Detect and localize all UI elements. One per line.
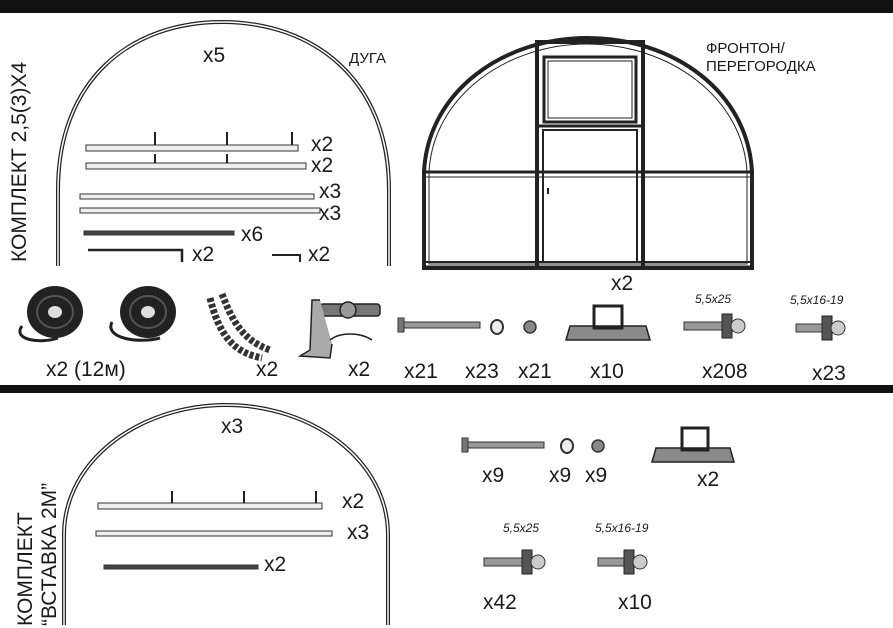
bracket-qty: x10 bbox=[590, 360, 624, 383]
kit2-hardware-drawings bbox=[461, 426, 735, 575]
kit1-arc-qty: x5 bbox=[203, 44, 226, 67]
kit1-bar-qty-7: x2 bbox=[308, 243, 331, 266]
kit2-screw-b-size: 5,5x16-19 bbox=[595, 521, 649, 535]
kit2-bar-qty-3: x2 bbox=[264, 553, 287, 576]
clamp-drawing bbox=[297, 299, 381, 359]
screw-b-size: 5,5x16-19 bbox=[790, 293, 844, 307]
kit2-bracket-qty: x2 bbox=[697, 468, 720, 491]
washer-qty: x23 bbox=[465, 360, 499, 383]
kit2-arc-qty: x3 bbox=[221, 415, 244, 438]
screw-a-qty: x208 bbox=[702, 360, 748, 383]
kit2-bolt-qty: x9 bbox=[482, 464, 505, 487]
kit1-bar-qty-6: x2 bbox=[192, 243, 215, 266]
kit1-front-frame-drawing bbox=[422, 35, 754, 270]
nut-drawing bbox=[523, 320, 537, 334]
tape-qty: x2 (12м) bbox=[46, 358, 126, 381]
kit1-front-qty: x2 bbox=[611, 272, 634, 295]
tape-roll-drawing bbox=[18, 286, 176, 343]
kit1-bars bbox=[79, 132, 321, 236]
kit2-title: КОМПЛЕКТ “ВСТАВКА 2М” bbox=[14, 483, 62, 626]
kit2-bar-qty-1: x2 bbox=[342, 490, 365, 513]
kit1-arc-label: ДУГА bbox=[349, 50, 386, 67]
kit1-bar-qty-2: x2 bbox=[311, 154, 334, 177]
nut-qty: x21 bbox=[518, 360, 552, 383]
bolt-drawing bbox=[397, 317, 481, 333]
screw-a-size: 5,5x25 bbox=[695, 292, 732, 306]
bolt-qty: x21 bbox=[404, 360, 438, 383]
kit2-washer-qty: x9 bbox=[549, 464, 572, 487]
kit2-screw-a-qty: x42 bbox=[483, 591, 517, 614]
kit1-bar-qty-1: x2 bbox=[311, 133, 334, 156]
kit2-screw-a-size: 5,5x25 bbox=[503, 521, 540, 535]
kit2-nut-qty: x9 bbox=[585, 464, 608, 487]
cord-drawing bbox=[206, 292, 272, 362]
bracket-drawing bbox=[565, 304, 651, 341]
clamp-qty: x2 bbox=[348, 358, 371, 381]
screw-b-drawing bbox=[795, 315, 846, 341]
screw-b-qty: x23 bbox=[812, 362, 846, 385]
kit1-bar-qty-3: x3 bbox=[319, 180, 342, 203]
kit1-bar-qty-4: x3 bbox=[319, 202, 342, 225]
screw-a-drawing bbox=[683, 313, 746, 339]
kit1-front-label-1: ФРОНТОН/ bbox=[706, 40, 785, 57]
kit2-title-line2: “ВСТАВКА 2М” bbox=[38, 482, 61, 626]
cord-qty: x2 bbox=[256, 358, 279, 381]
kit1-hardware-drawings bbox=[18, 286, 846, 362]
kit1-title: КОМПЛЕКТ 2,5(3)Х4 bbox=[8, 61, 31, 262]
middle-divider-bar bbox=[0, 385, 893, 393]
washer-drawing bbox=[490, 319, 504, 335]
top-divider-bar bbox=[0, 0, 893, 13]
kit2-title-line1: КОМПЛЕКТ bbox=[14, 512, 37, 626]
kit2-bar-qty-2: x3 bbox=[347, 521, 370, 544]
kit1-front-label-2: ПЕРЕГОРОДКА bbox=[706, 58, 816, 75]
kit1-bar-qty-5: x6 bbox=[241, 223, 264, 246]
kit2-screw-b-qty: x10 bbox=[618, 591, 652, 614]
kit2-bars bbox=[95, 491, 333, 570]
